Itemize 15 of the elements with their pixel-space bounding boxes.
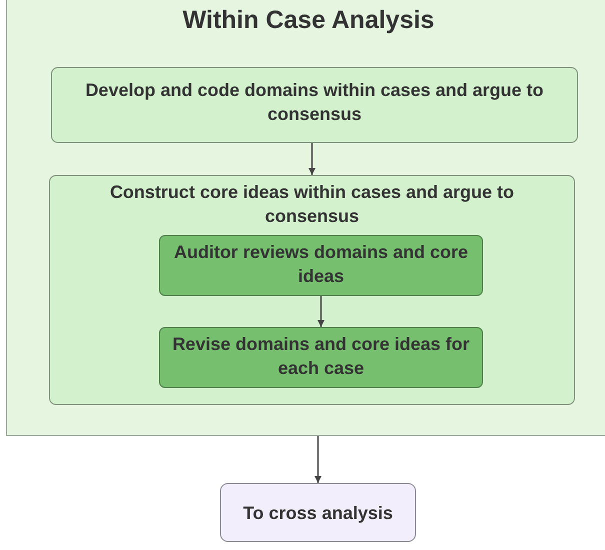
- process-box: [159, 327, 483, 388]
- box-label: Auditor reviews domains and core ideas: [172, 241, 470, 288]
- process-box: [159, 235, 483, 296]
- process-box: [51, 67, 578, 143]
- box-label: Revise domains and core ideas for each case: [171, 333, 471, 380]
- arrow: [318, 296, 324, 327]
- arrow: [314, 436, 322, 483]
- process-group-box: [49, 175, 575, 405]
- process-box: [220, 483, 416, 542]
- arrow: [308, 143, 316, 175]
- box-label: Develop and code domains within cases and argue to consensus: [84, 79, 545, 126]
- group-panel: [6, 0, 605, 436]
- group-heading: Within Case Analysis: [182, 5, 436, 36]
- box-label: To cross analysis: [242, 502, 394, 525]
- box-label: Construct core ideas within cases and argue to consensus: [108, 181, 516, 228]
